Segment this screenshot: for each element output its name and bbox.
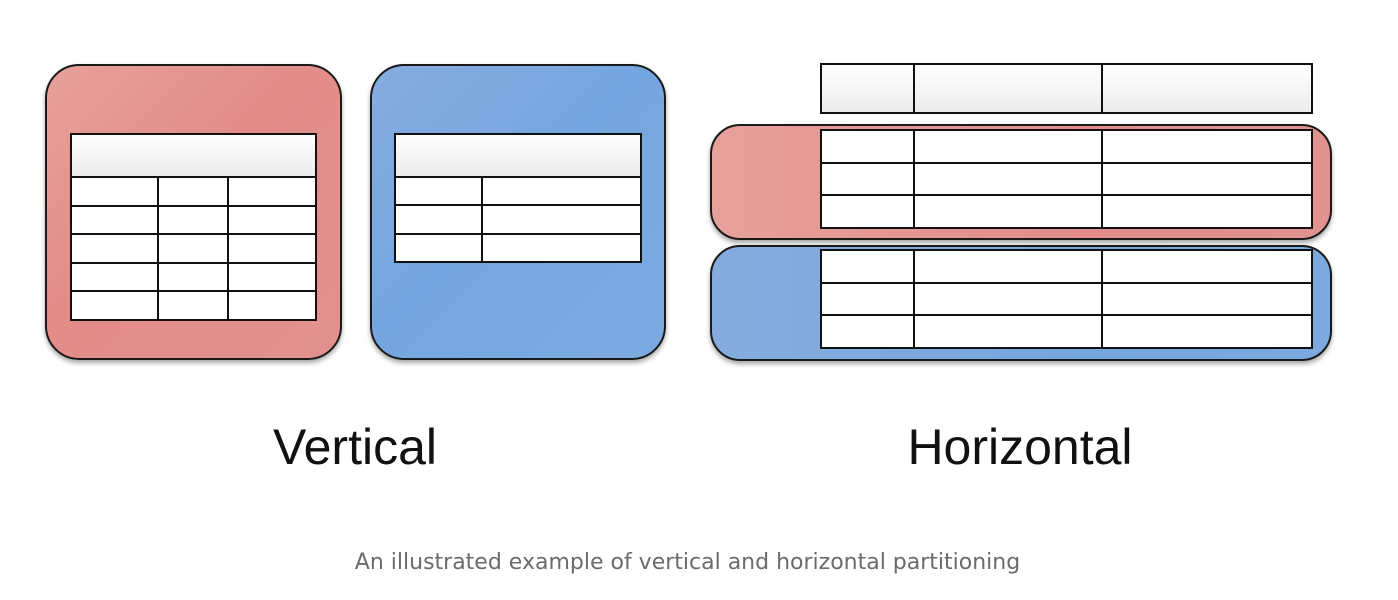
- table-row: [394, 175, 642, 207]
- table-header: [394, 133, 642, 178]
- table-row: [70, 204, 318, 236]
- table-row: [394, 232, 642, 264]
- vertical-table-red: [69, 133, 318, 321]
- table-row: [394, 204, 642, 235]
- table-row: [70, 290, 318, 321]
- table-row: [820, 161, 1313, 197]
- table-row: [820, 194, 1313, 229]
- horizontal-table-blue: [820, 249, 1313, 349]
- table-row: [820, 314, 1313, 349]
- vertical-table-blue: [394, 133, 642, 264]
- vertical-label: Vertical: [273, 419, 437, 475]
- horizontal-label: Horizontal: [907, 419, 1133, 475]
- table-row: [820, 129, 1313, 164]
- table-row: [70, 176, 318, 207]
- table-row: [70, 261, 318, 293]
- horizontal-table-red: [820, 129, 1313, 229]
- table-row: [820, 249, 1313, 284]
- table-row: [70, 233, 318, 264]
- table-row: [820, 281, 1313, 317]
- figure-caption: An illustrated example of vertical and h…: [354, 550, 1021, 575]
- horizontal-table-header: [820, 63, 1313, 114]
- table-header: [69, 133, 318, 178]
